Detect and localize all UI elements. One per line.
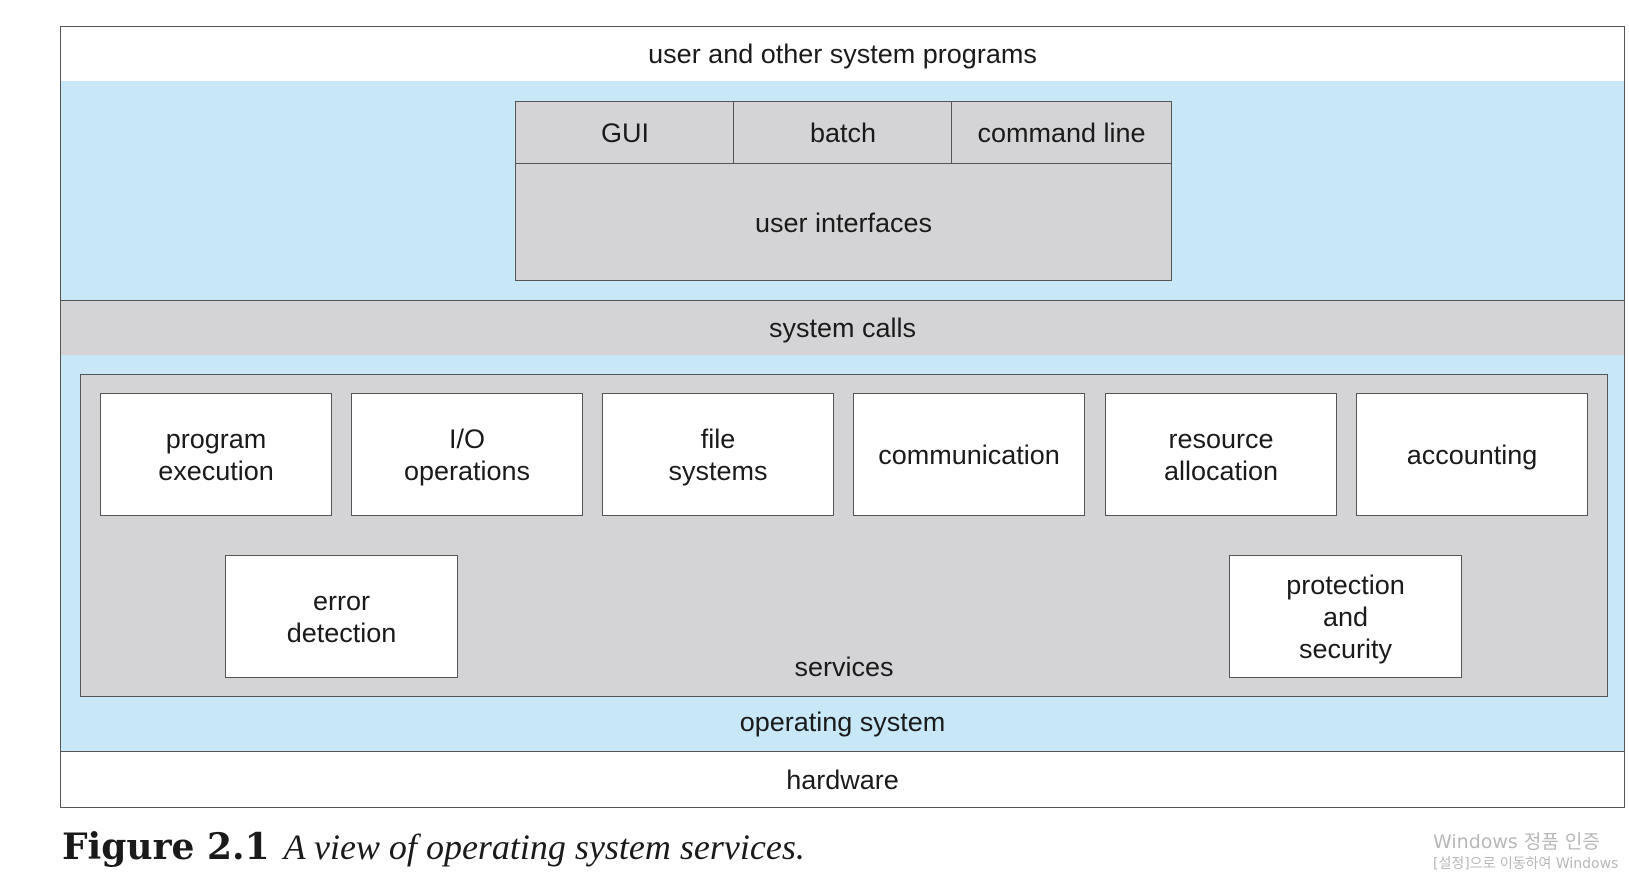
figure-number: Figure 2.1 [62,826,270,868]
operating-system-label: operating system [739,707,946,737]
operating-system-label-area: operating system [60,700,1625,744]
ui-tab-command-line: command line [951,101,1172,164]
service-communication: communication [853,393,1085,516]
figure-title: A view of operating system services. [283,827,805,867]
system-calls-layer: system calls [60,300,1625,356]
service-accounting-label: accounting [1406,439,1538,470]
service-resource-allocation: resource allocation [1105,393,1337,516]
ui-tab-gui-label: GUI [600,117,649,148]
service-io-operations: I/O operations [351,393,583,516]
hardware-layer: hardware [60,751,1625,808]
service-file-systems-label: file systems [668,423,768,486]
system-calls-label: system calls [768,313,917,343]
service-file-systems: file systems [602,393,834,516]
user-interfaces-label: user interfaces [754,207,933,238]
service-program-execution-label: program execution [158,423,274,486]
service-accounting: accounting [1356,393,1588,516]
service-protection-security: protection and security [1229,555,1462,678]
service-communication-label: communication [878,439,1060,470]
windows-activation-watermark: Windows 정품 인증 [1433,831,1600,853]
user-programs-label: user and other system programs [648,39,1037,69]
service-io-operations-label: I/O operations [403,423,531,486]
services-label-area: services [460,648,1228,686]
service-error-detection-label: error detection [286,585,397,648]
ui-tab-gui: GUI [515,101,735,164]
services-label: services [794,652,894,682]
windows-activation-watermark-subtext: [설정]으로 이동하여 Windows [1433,856,1619,872]
ui-tab-batch: batch [733,101,953,164]
hardware-label: hardware [786,764,899,795]
service-error-detection: error detection [225,555,458,678]
ui-tab-batch-label: batch [809,117,877,148]
ui-tab-command-line-label: command line [977,117,1146,148]
service-protection-security-label: protection and security [1286,569,1405,664]
service-resource-allocation-label: resource allocation [1163,423,1279,486]
user-programs-layer: user and other system programs [60,26,1625,82]
service-program-execution: program execution [100,393,332,516]
user-interfaces-area: user interfaces [515,164,1172,281]
figure-caption: Figure 2.1 A view of operating system ser… [62,826,805,868]
